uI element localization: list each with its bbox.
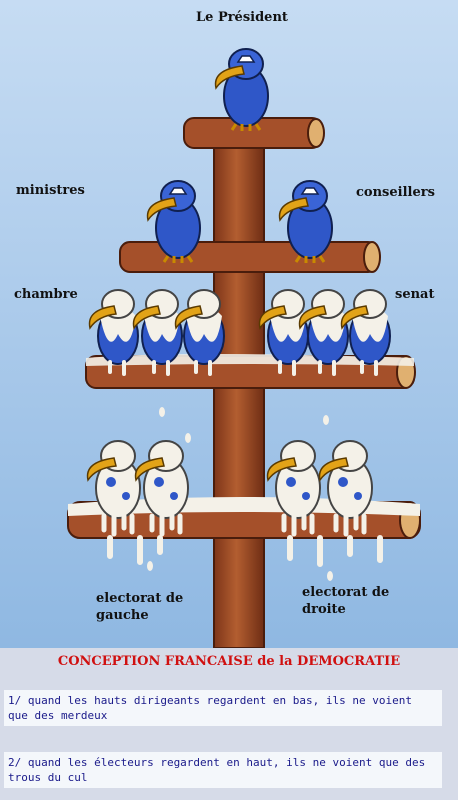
label-president: Le Président [196,10,288,25]
caption-line-2: 2/ quand les électeurs regardent en haut… [4,752,442,788]
senat-birds [257,288,392,376]
caption-title: CONCEPTION FRANCAISE de la DEMOCRATIE [0,654,458,669]
label-conseillers: conseillers [356,185,435,200]
label-electorat-gauche: electorat de gauche [96,591,184,623]
label-chambre: chambre [14,287,78,302]
label-senat: senat [395,287,435,302]
caption-line-1: 1/ quand les hauts dirigeants regardent … [4,690,442,726]
label-electorat-droite: electorat de droite [302,585,390,617]
caption-title-red: CONCEPTION FRANCAISE [57,654,253,669]
cartoon-illustration [0,0,458,648]
caption-title-black: de la DEMOCRATIE [257,654,401,669]
falling-droppings [147,407,333,581]
branch-level-2 [119,241,381,273]
branch-top [183,117,325,149]
label-ministres: ministres [16,183,85,198]
chambre-birds [87,288,226,376]
